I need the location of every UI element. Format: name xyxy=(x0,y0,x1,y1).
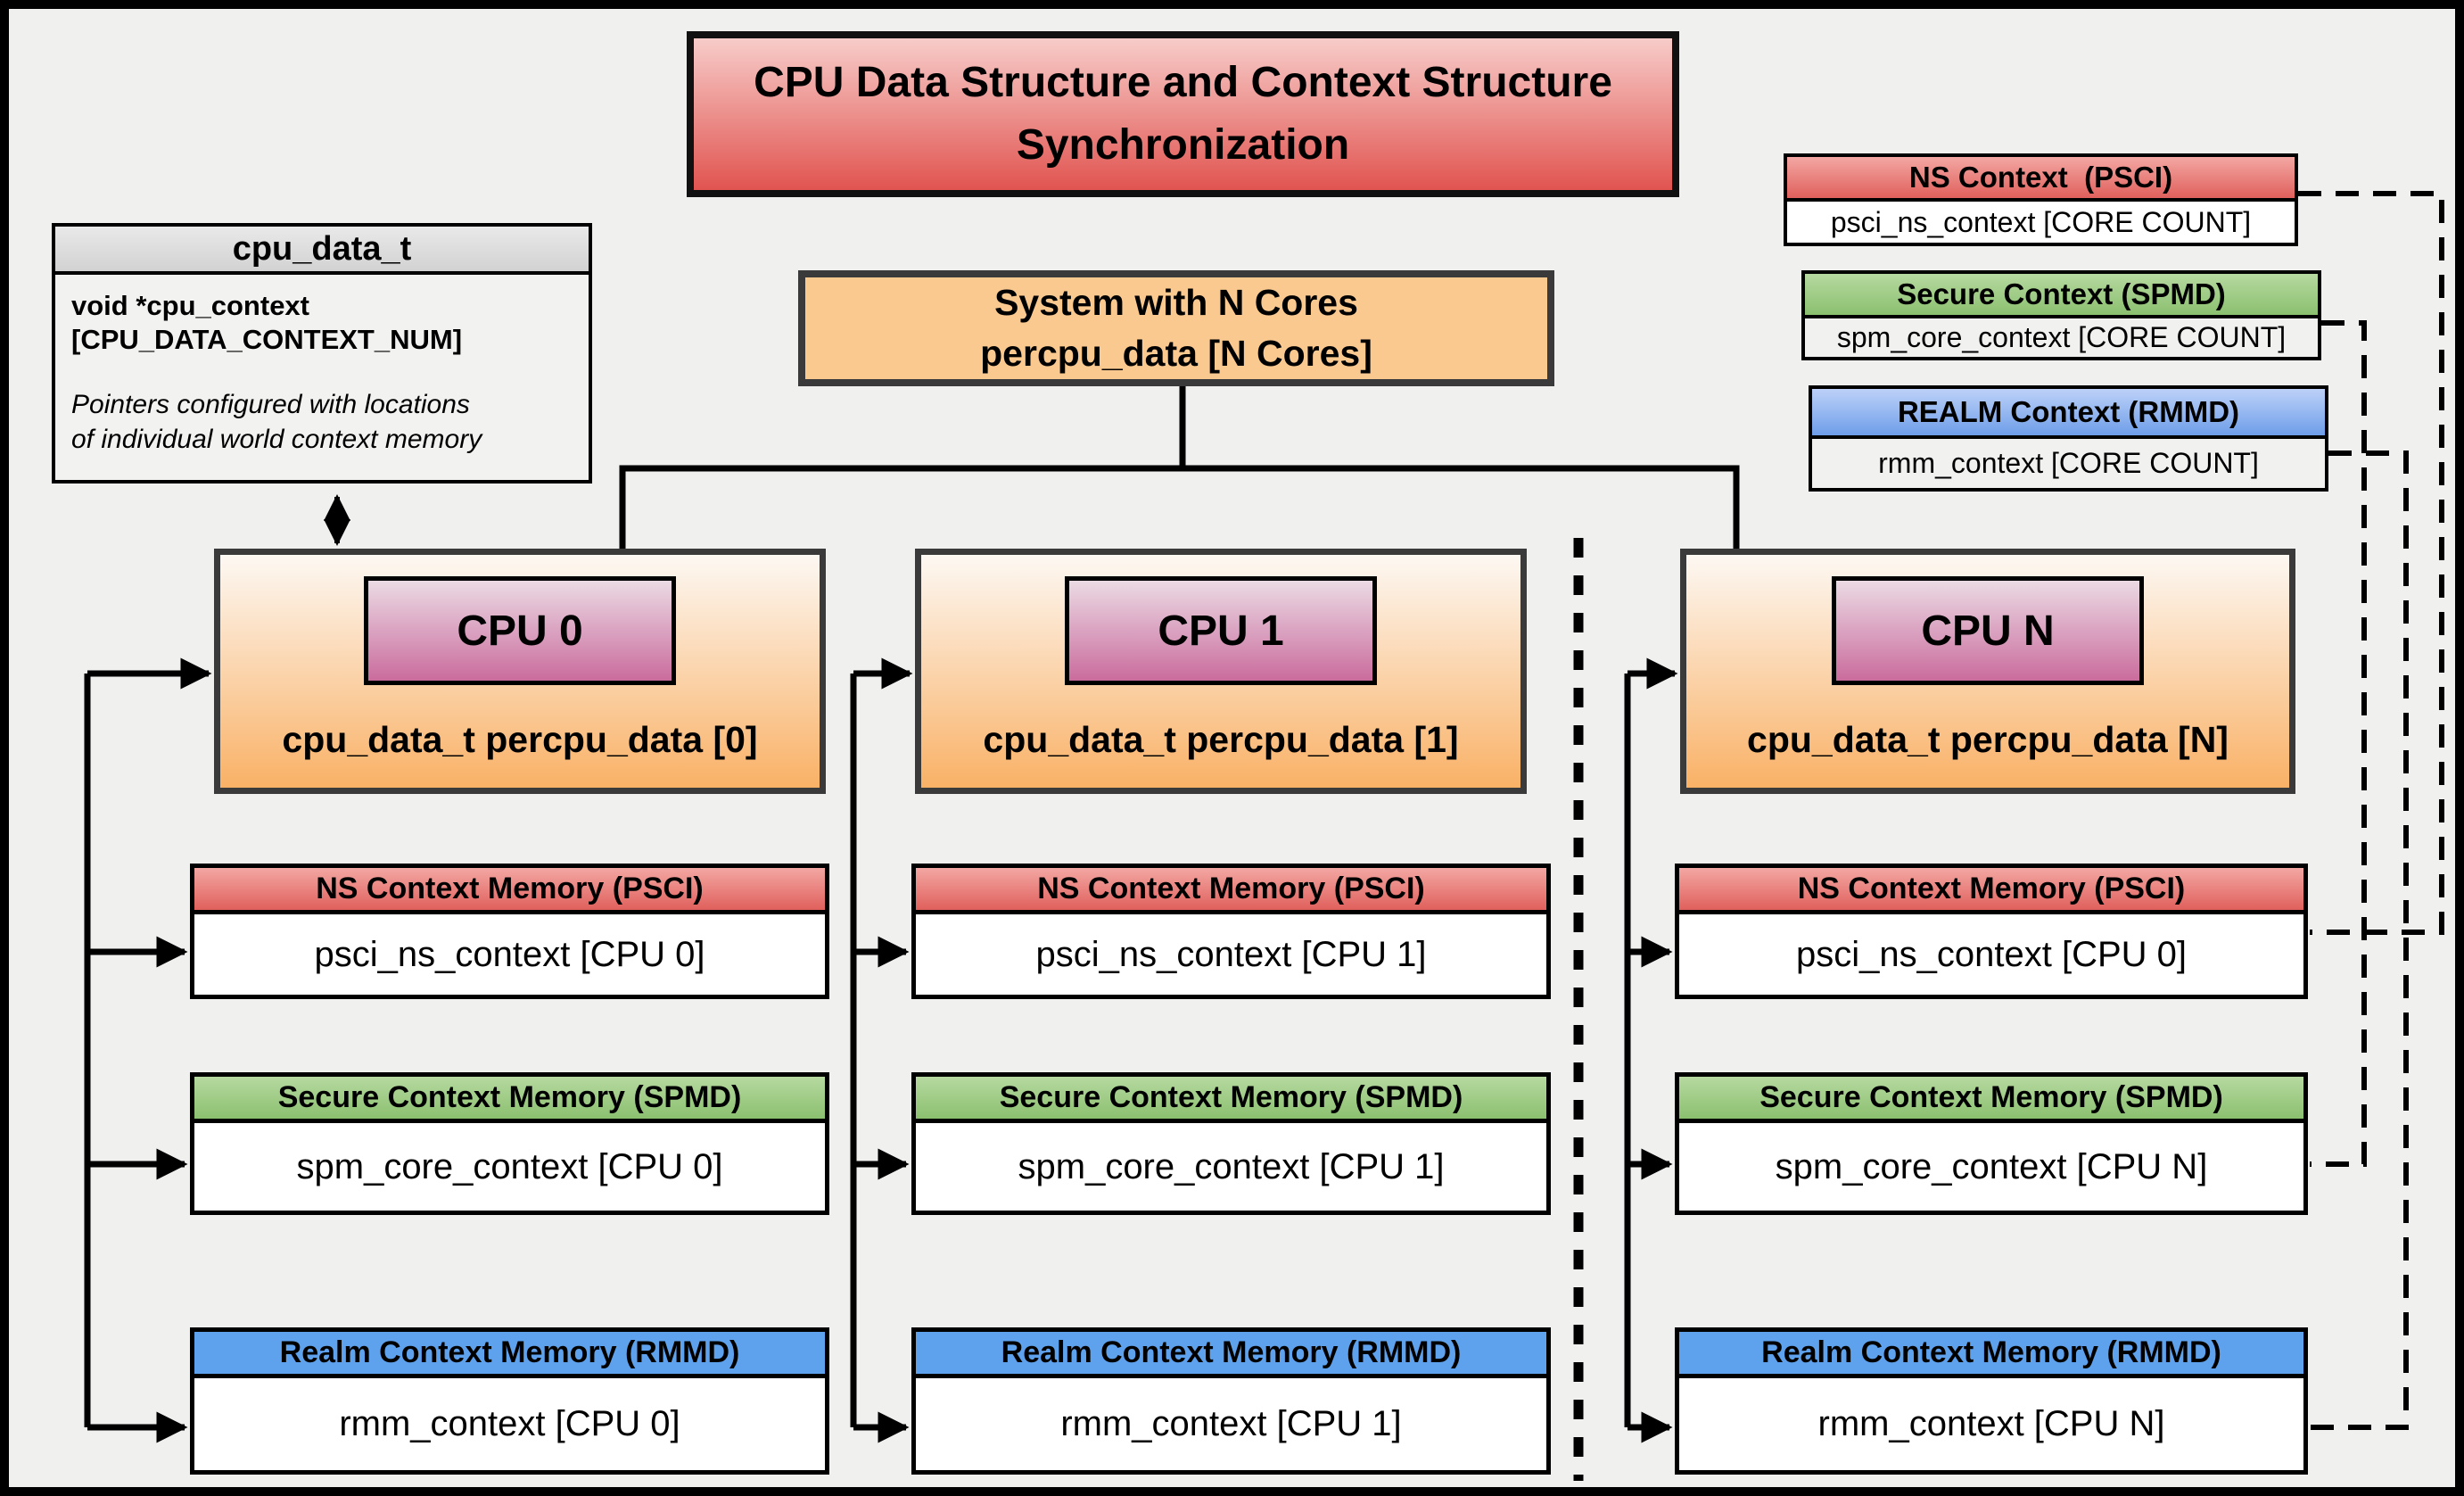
cpu0-box: CPU 0 cpu_data_t percpu_data [0] xyxy=(214,549,826,794)
cpu1-badge: CPU 1 xyxy=(1065,576,1377,685)
cpu0-ns-context-memory-box: NS Context Memory (PSCI) psci_ns_context… xyxy=(190,864,829,999)
legend-realm-context: REALM Context (RMMD) rmm_context [CORE C… xyxy=(1809,385,2328,492)
cpu-data-t-box: cpu_data_t void *cpu_context [CPU_DATA_C… xyxy=(52,223,592,484)
cpu1-pointer-arrows xyxy=(850,657,913,1443)
system-line1: System with N Cores xyxy=(994,281,1358,323)
legend-ns-body: psci_ns_context [CORE COUNT] xyxy=(1787,202,2295,243)
cpun-pointer-arrows xyxy=(1624,657,1678,1443)
struct-field-line2: [CPU_DATA_CONTEXT_NUM] xyxy=(71,323,463,355)
cpun-secure-body: spm_core_context [CPU N] xyxy=(1775,1146,2208,1186)
realm-legend-link xyxy=(2310,450,2409,1430)
cpu0-secure-body: spm_core_context [CPU 0] xyxy=(296,1146,723,1186)
cpun-realm-body: rmm_context [CPU N] xyxy=(1817,1404,2165,1443)
cpun-box: CPU N cpu_data_t percpu_data [N] xyxy=(1680,549,2295,794)
system-bus-connector xyxy=(619,386,1740,549)
legend-secure-body: spm_core_context [CORE COUNT] xyxy=(1805,318,2318,357)
cpu0-badge: CPU 0 xyxy=(364,576,676,685)
cpun-ns-context-memory-box: NS Context Memory (PSCI) psci_ns_context… xyxy=(1675,864,2308,999)
cpu1-ns-header: NS Context Memory (PSCI) xyxy=(916,868,1546,914)
cpu1-secure-body: spm_core_context [CPU 1] xyxy=(1018,1146,1445,1186)
legend-link-dashed-lines xyxy=(2298,191,2444,1430)
cpu-data-t-body: void *cpu_context [CPU_DATA_CONTEXT_NUM]… xyxy=(55,275,589,457)
legend-ns-context: NS Context (PSCI) psci_ns_context [CORE … xyxy=(1784,153,2298,246)
cpu0-ns-header: NS Context Memory (PSCI) xyxy=(194,868,825,914)
legend-realm-header: REALM Context (RMMD) xyxy=(1812,389,2325,439)
cpun-ns-body: psci_ns_context [CPU 0] xyxy=(1796,934,2187,974)
cpu0-pointer-arrows xyxy=(84,657,212,1443)
legend-ns-header: NS Context (PSCI) xyxy=(1787,157,2295,202)
cpun-realm-header: Realm Context Memory (RMMD) xyxy=(1679,1332,2303,1378)
legend-secure-header: Secure Context (SPMD) xyxy=(1805,274,2318,318)
cpu0-secure-header: Secure Context Memory (SPMD) xyxy=(194,1077,825,1123)
cpu0-realm-context-memory-box: Realm Context Memory (RMMD) rmm_context … xyxy=(190,1327,829,1475)
cpun-badge: CPU N xyxy=(1832,576,2144,685)
cpu1-secure-header: Secure Context Memory (SPMD) xyxy=(916,1077,1546,1123)
system-box: System with N Cores percpu_data [N Cores… xyxy=(798,270,1554,386)
cpun-secure-context-memory-box: Secure Context Memory (SPMD) spm_core_co… xyxy=(1675,1072,2308,1215)
cpu1-ns-context-memory-box: NS Context Memory (PSCI) psci_ns_context… xyxy=(911,864,1551,999)
legend-secure-context: Secure Context (SPMD) spm_core_context [… xyxy=(1801,270,2321,360)
cpu1-realm-context-memory-box: Realm Context Memory (RMMD) rmm_context … xyxy=(911,1327,1551,1475)
cpu1-secure-context-memory-box: Secure Context Memory (SPMD) spm_core_co… xyxy=(911,1072,1551,1215)
cpun-realm-context-memory-box: Realm Context Memory (RMMD) rmm_context … xyxy=(1675,1327,2308,1475)
cpu0-ns-body: psci_ns_context [CPU 0] xyxy=(314,934,705,974)
cpu0-realm-body: rmm_context [CPU 0] xyxy=(339,1404,680,1443)
cpu1-realm-header: Realm Context Memory (RMMD) xyxy=(916,1332,1546,1378)
cpu-data-t-header: cpu_data_t xyxy=(55,227,589,275)
struct-note-line2: of individual world context memory xyxy=(71,424,482,454)
cpu0-realm-header: Realm Context Memory (RMMD) xyxy=(194,1332,825,1378)
cpun-data-label: cpu_data_t percpu_data [N] xyxy=(1747,719,2229,760)
cpu1-realm-body: rmm_context [CPU 1] xyxy=(1060,1404,1402,1443)
cpu0-data-label: cpu_data_t percpu_data [0] xyxy=(282,719,758,760)
diagram-title: CPU Data Structure and Context Structure… xyxy=(687,31,1679,197)
secure-legend-link xyxy=(2310,320,2367,1167)
cpu1-box: CPU 1 cpu_data_t percpu_data [1] xyxy=(915,549,1527,794)
legend-realm-body: rmm_context [CORE COUNT] xyxy=(1812,439,2325,488)
struct-field-line1: void *cpu_context xyxy=(71,290,309,321)
cpu0-secure-context-memory-box: Secure Context Memory (SPMD) spm_core_co… xyxy=(190,1072,829,1215)
cpu1-ns-body: psci_ns_context [CPU 1] xyxy=(1035,934,1427,974)
connector-lines xyxy=(84,191,2444,1481)
struct-note-line1: Pointers configured with locations xyxy=(71,389,470,419)
cpu1-data-label: cpu_data_t percpu_data [1] xyxy=(983,719,1459,760)
system-line2: percpu_data [N Cores] xyxy=(980,333,1372,374)
cpun-secure-header: Secure Context Memory (SPMD) xyxy=(1679,1077,2303,1123)
ns-legend-link xyxy=(2298,191,2444,935)
cpun-ns-header: NS Context Memory (PSCI) xyxy=(1679,868,2303,914)
